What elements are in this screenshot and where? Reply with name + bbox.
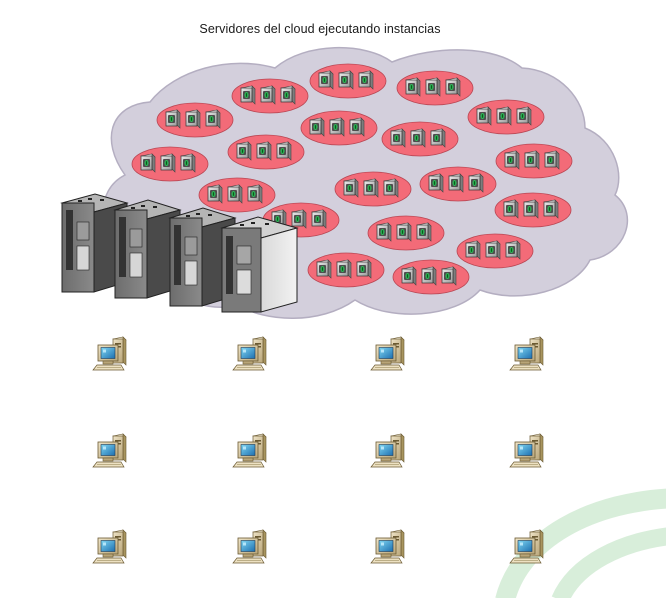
workstation-icon [92,336,127,371]
workstation-icon [232,433,267,468]
workstation-icon [370,529,405,564]
server-rack-icon [168,207,237,307]
instance-group [335,172,411,206]
instance-group [157,103,233,137]
workstation-icon [509,529,544,564]
instance-group [368,216,444,250]
workstation-icon [92,433,127,468]
instance-group [397,71,473,105]
workstation-icon [92,529,127,564]
instance-group [382,122,458,156]
instance-group [199,178,275,212]
workstation-icon [509,336,544,371]
instance-group [468,100,544,134]
workstation-icon [509,433,544,468]
workstation-icon [370,433,405,468]
client-workstations [92,336,544,564]
instance-group [310,64,386,98]
instance-group [308,253,384,287]
instance-group [301,111,377,145]
workstation-icon [232,336,267,371]
diagram-title: Servidores del cloud ejecutando instanci… [199,22,441,36]
instance-group [457,234,533,268]
workstation-icon [232,529,267,564]
server-rack-icon [220,216,299,313]
watermark-logo [495,488,666,598]
instance-group [228,135,304,169]
instance-group [132,147,208,181]
instance-group [393,260,469,294]
server-racks [60,193,299,313]
instance-group [495,193,571,227]
instance-group [420,167,496,201]
instance-group [496,144,572,178]
instance-group [232,79,308,113]
workstation-icon [370,336,405,371]
